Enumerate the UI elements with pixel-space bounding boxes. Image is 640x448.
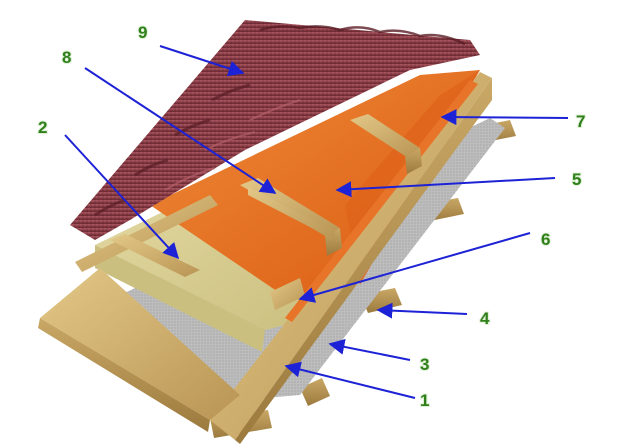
tile-highlight <box>164 99 301 191</box>
arrow-1 <box>284 361 416 399</box>
arrow-4 <box>376 302 468 319</box>
rafter-middle <box>75 195 218 272</box>
label-4: 4 <box>480 309 490 328</box>
label-1: 1 <box>420 391 429 410</box>
rafter-eave <box>40 268 240 420</box>
waterproof-membrane <box>150 70 480 300</box>
arrow-8 <box>84 67 277 194</box>
rafter-front-side <box>235 78 492 444</box>
arrow-3 <box>328 338 411 361</box>
counter-batten-end <box>405 148 422 174</box>
tile-step-shadow <box>94 83 251 217</box>
roof-tiles <box>70 20 480 240</box>
label-3: 3 <box>420 355 429 374</box>
mineral-wool-insulation-edge <box>95 245 265 352</box>
label-5: 5 <box>572 170 581 189</box>
label-8: 8 <box>62 48 71 67</box>
arrow-2 <box>64 134 180 260</box>
label-2: 2 <box>38 118 47 137</box>
counter-batten <box>350 114 420 156</box>
label-6: 6 <box>541 230 550 249</box>
arrow-7 <box>440 109 569 126</box>
label-9: 9 <box>138 23 147 42</box>
counter-batten <box>110 234 200 277</box>
membrane-edge-strip <box>285 80 478 322</box>
rafter-joint <box>270 278 305 310</box>
arrow-5 <box>335 177 556 198</box>
leader-arrows <box>64 45 569 399</box>
rafter-eave-side <box>38 318 210 432</box>
label-7: 7 <box>576 112 585 131</box>
batten-lower <box>248 187 335 240</box>
tile-wave-ridge <box>259 25 466 46</box>
number-labels: 9 8 2 7 5 6 4 3 1 <box>37 22 586 411</box>
arrow-6 <box>298 232 531 303</box>
arrow-9 <box>159 45 245 77</box>
